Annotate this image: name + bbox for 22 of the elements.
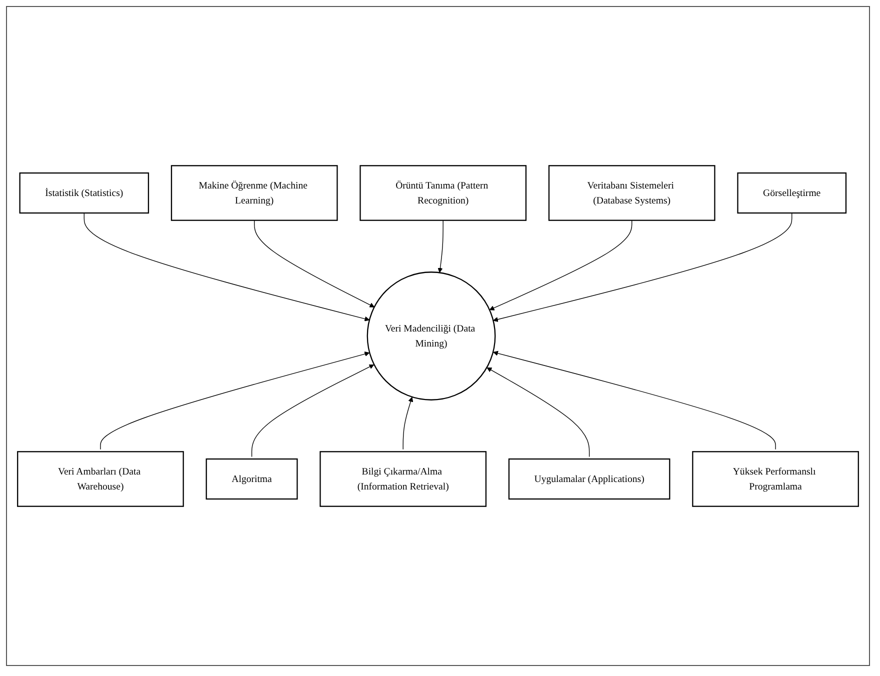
node-box xyxy=(170,165,338,221)
node-box xyxy=(737,172,847,214)
arrow xyxy=(100,352,370,450)
node-box xyxy=(548,165,716,221)
diagram-frame: İstatistik (Statistics) Makine Öğrenme (Machine Learning) Örüntü Tanıma (Pattern Recognition) Veritabanı Sistemeleri (Database Systems) Görselleştirme Veri Madenciliği (Data Mining) Veri Ambarları (Data Warehouse) Algoritma Bilgi Çıkarma/Alma (Information Retrieval) Uygulamalar (Applications) Yüksek Performanslı Programlama xyxy=(6,6,870,666)
arrow xyxy=(486,367,590,458)
arrow xyxy=(489,220,632,310)
arrow xyxy=(493,212,792,322)
node-box xyxy=(320,451,487,507)
arrow xyxy=(251,364,374,458)
node-circle xyxy=(366,272,496,400)
node-box xyxy=(19,172,150,214)
arrow xyxy=(254,220,375,308)
arrow xyxy=(438,220,444,273)
arrow xyxy=(84,212,370,322)
arrow xyxy=(493,350,776,450)
node-box xyxy=(360,165,527,221)
node-box xyxy=(692,451,859,507)
node-box xyxy=(508,458,670,500)
arrow xyxy=(402,396,414,450)
node-box xyxy=(206,458,298,500)
node-box xyxy=(17,451,184,507)
